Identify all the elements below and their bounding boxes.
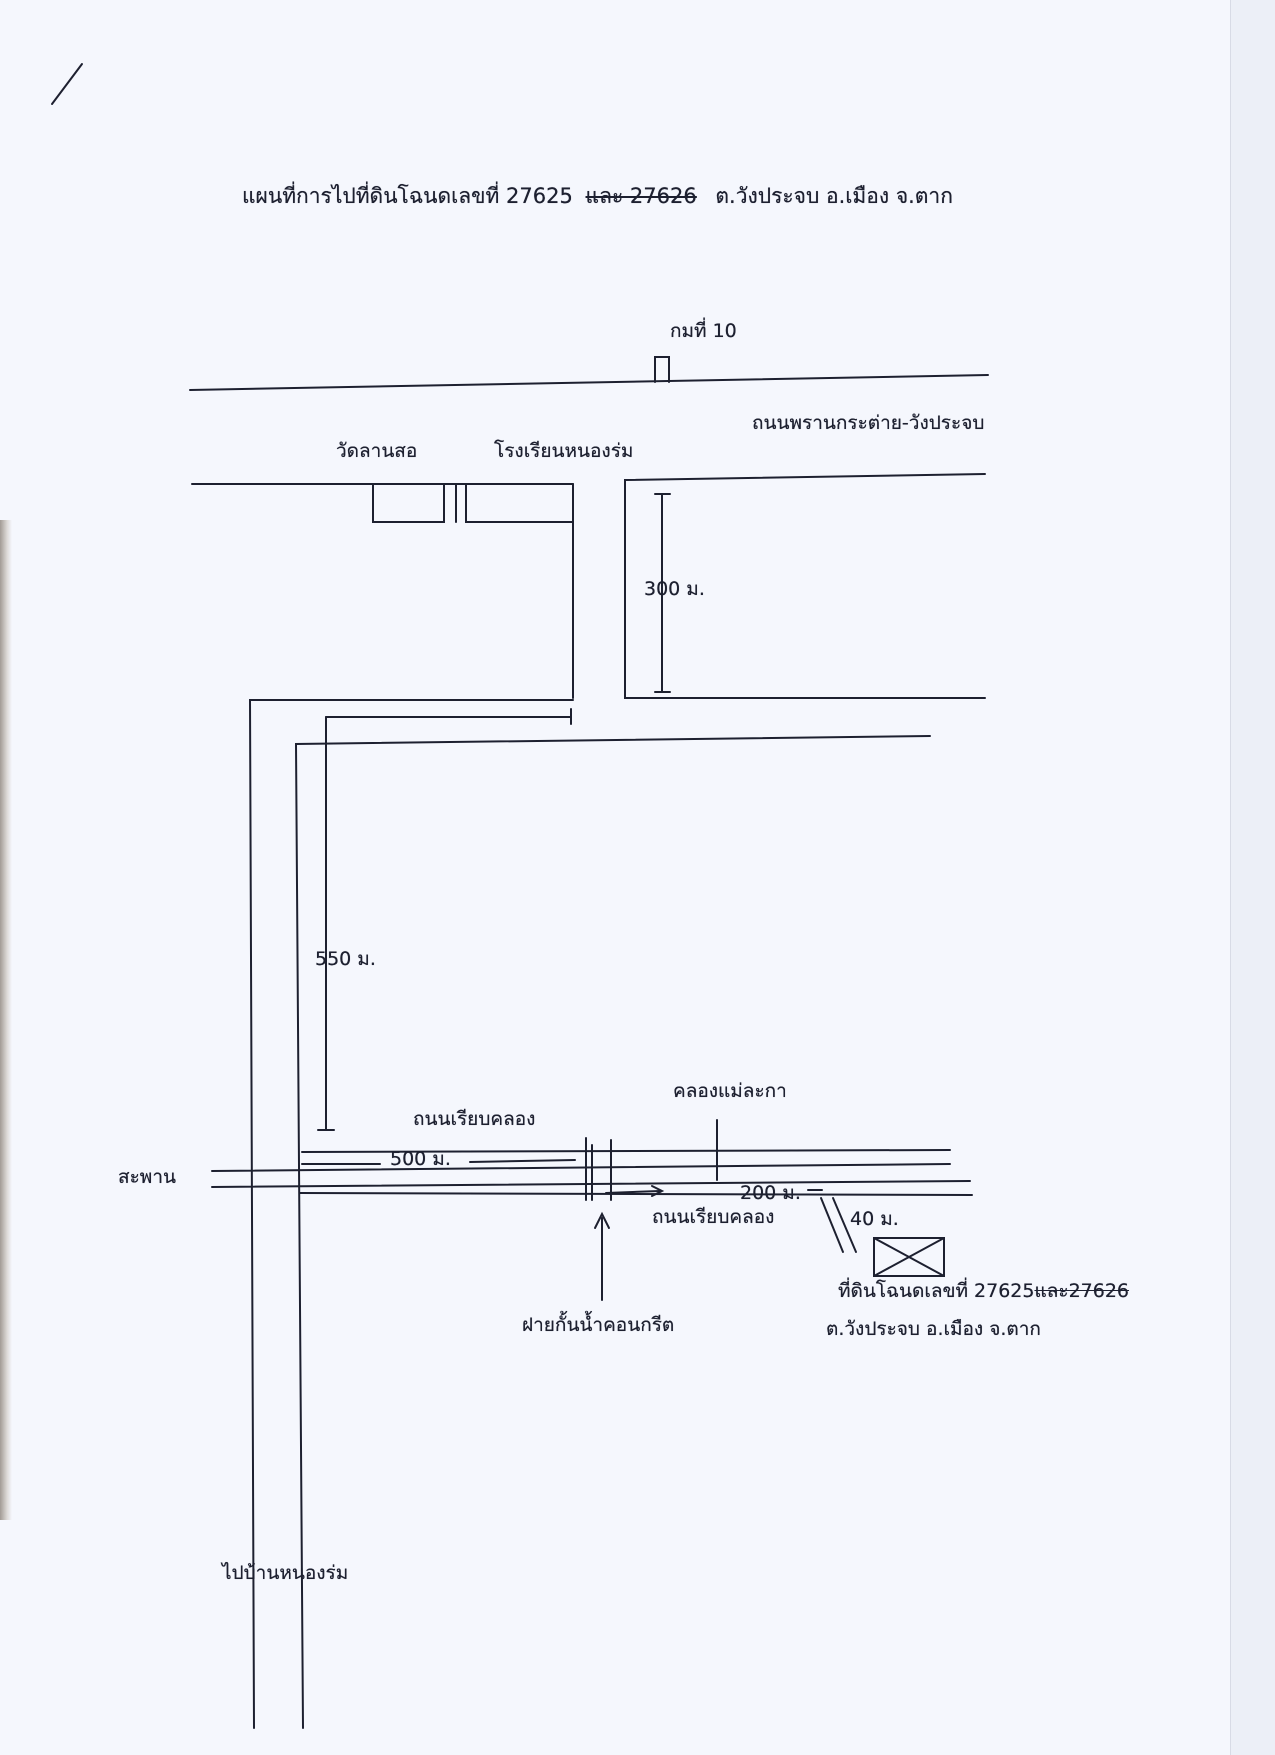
- stray-mark: [51, 63, 83, 105]
- temple-label: วัดลานสอ: [336, 440, 418, 462]
- bridge-label: สะพาน: [118, 1166, 176, 1188]
- canal-road-south-line: [299, 1192, 973, 1196]
- to-village-label: ไปบ้านหนองร่ม: [222, 1562, 349, 1584]
- title-prefix: แผนที่การไปที่ดินโฉนดเลขที่ 27625: [242, 184, 573, 208]
- connector-road-east: [624, 473, 986, 699]
- km-marker-post-icon: [654, 356, 670, 383]
- weir-label: ฝายกั้นน้ำคอนกรีต: [522, 1314, 675, 1336]
- map-sheet: [0, 0, 1230, 1755]
- village-road-east: [294, 735, 931, 1729]
- scan-edge-shadow: [0, 520, 12, 1520]
- parcel-label: ที่ดินโฉนดเลขที่ 27625และ27626: [838, 1282, 1129, 1301]
- main-road-line: [189, 374, 989, 391]
- temple-building-icon: [372, 483, 445, 523]
- canal-label: คลองแม่ละกา: [673, 1080, 787, 1102]
- weir-arrow-head-icon: [594, 1211, 610, 1229]
- dist-300-label: 300 ม.: [644, 578, 705, 600]
- dim-500-right: [469, 1159, 576, 1163]
- school-building-icon: [465, 483, 574, 523]
- canal-road-north-label: ถนนเรียบคลอง: [413, 1108, 536, 1130]
- parcel-cross-2: [873, 1237, 945, 1277]
- title-struck: และ 27626: [585, 184, 697, 208]
- dist-550-label: 550 ม.: [315, 948, 376, 970]
- title-suffix: ต.วังประจบ อ.เมือง จ.ตาก: [715, 184, 953, 208]
- canal-bank-north: [211, 1163, 951, 1172]
- parcel-prefix: ที่ดินโฉนดเลขที่ 27625: [838, 1280, 1035, 1302]
- school-label: โรงเรียนหนองร่ม: [494, 440, 634, 462]
- dist-200-label: 200 ม.: [740, 1182, 801, 1204]
- canal-road-north-line: [301, 1149, 951, 1153]
- dist-500-label: 500 ม.: [390, 1148, 451, 1170]
- canal-road-south-label: ถนนเรียบคลอง: [652, 1206, 775, 1228]
- km-marker-label: กมที่ 10: [670, 320, 737, 342]
- parcel-box-icon: [873, 1237, 945, 1277]
- dist-40-label: 40 ม.: [850, 1208, 899, 1230]
- access-path-east: [832, 1197, 857, 1253]
- parcel-location-label: ต.วังประจบ อ.เมือง จ.ตาก: [826, 1318, 1041, 1340]
- page-edge: [1230, 0, 1275, 1755]
- dim-200-arrow-shaft: [605, 1190, 661, 1194]
- main-road-label: ถนนพรานกระต่าย-วังประจบ: [752, 412, 985, 434]
- parcel-struck: และ27626: [1034, 1280, 1130, 1302]
- access-path-west: [820, 1197, 844, 1253]
- village-road-west: [248, 699, 574, 1729]
- map-title: แผนที่การไปที่ดินโฉนดเลขที่ 27625 และ 27…: [242, 186, 953, 207]
- dim-200-arrow-head-icon: [651, 1185, 665, 1197]
